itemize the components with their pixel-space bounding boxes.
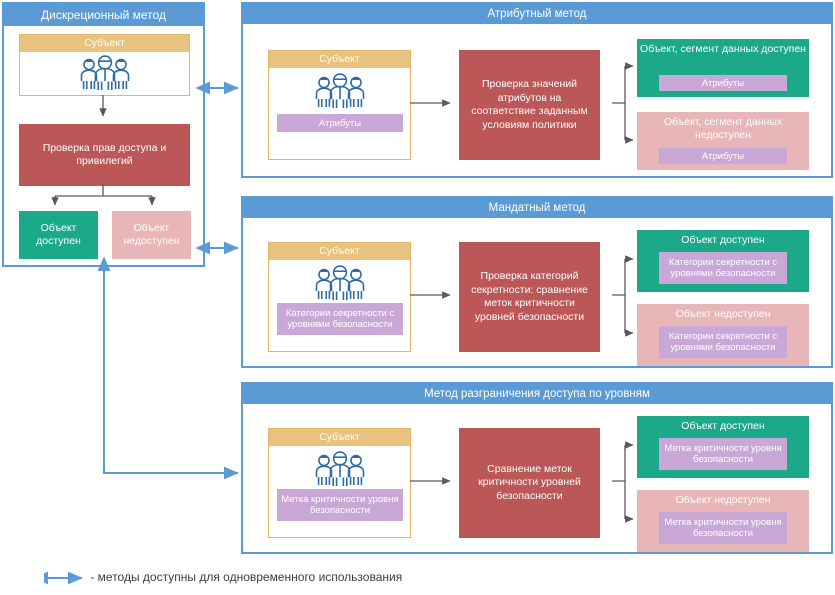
- result-tag[interactable]: Категории секретности с уровнями безопас…: [659, 252, 787, 284]
- panel-title-levels: Метод разграничения доступа по уровням: [243, 384, 831, 404]
- subject-tag-mandatory[interactable]: Категории секретности с уровнями безопас…: [277, 303, 403, 335]
- result-tag[interactable]: Категории секретности с уровнями безопас…: [659, 326, 787, 358]
- subject-label: Субъект: [269, 51, 410, 68]
- result-title: Объект доступен: [681, 420, 765, 432]
- result-title: Объект недоступен: [675, 494, 771, 506]
- subject-label: Субъект: [20, 35, 189, 52]
- result-tag[interactable]: Метка критичности уровня безопасности: [659, 512, 787, 544]
- people-icon: [312, 265, 368, 308]
- panel-mandatory[interactable]: Мандатный метод Субъект: [241, 196, 833, 368]
- panel-levels[interactable]: Метод разграничения доступа по уровням С…: [241, 382, 833, 554]
- result-tag[interactable]: Атрибуты: [659, 148, 787, 164]
- result-denied-mandatory[interactable]: Объект недоступен Категории секретности …: [637, 304, 809, 366]
- check-box-levels[interactable]: Сравнение меток критичности уровней безо…: [459, 428, 600, 538]
- result-title: Объект доступен: [681, 234, 765, 246]
- legend-arrow-icon: [33, 571, 83, 585]
- result-granted-attribute[interactable]: Объект, сегмент данных доступен Атрибуты: [637, 39, 809, 97]
- legend: - методы доступны для одновременного исп…: [33, 570, 403, 585]
- panel-discretionary[interactable]: Дискреционный метод Субъект: [2, 2, 205, 267]
- result-title: Объект недоступен: [675, 308, 771, 320]
- subject-card-attribute[interactable]: Субъект: [268, 50, 411, 160]
- result-title: Объект, сегмент данных доступен: [640, 43, 806, 55]
- check-box-discretionary[interactable]: Проверка прав доступа и привилегий: [19, 124, 190, 186]
- subject-card-mandatory[interactable]: Субъект: [268, 242, 411, 352]
- result-tag[interactable]: Атрибуты: [659, 75, 787, 91]
- panel-attribute[interactable]: Атрибутный метод Субъект: [241, 2, 833, 178]
- people-icon: [312, 451, 368, 494]
- panel-title-mandatory: Мандатный метод: [243, 198, 831, 218]
- result-title: Объект, сегмент данных недоступен: [663, 116, 783, 141]
- legend-text: - методы доступны для одновременного исп…: [90, 570, 403, 584]
- check-box-attribute[interactable]: Проверка значений атрибутов на соответст…: [459, 50, 600, 160]
- subject-label: Субъект: [269, 243, 410, 260]
- people-icon: [77, 55, 133, 98]
- result-denied-attribute[interactable]: Объект, сегмент данных недоступен Атрибу…: [637, 112, 809, 170]
- subject-card-levels[interactable]: Субъект: [268, 428, 411, 538]
- connector-left-to-levels: [97, 256, 239, 480]
- subject-tag-attribute[interactable]: Атрибуты: [277, 114, 403, 132]
- subject-card-discretionary[interactable]: Субъект: [19, 34, 190, 96]
- result-denied-levels[interactable]: Объект недоступен Метка критичности уров…: [637, 490, 809, 552]
- result-granted-levels[interactable]: Объект доступен Метка критичности уровня…: [637, 416, 809, 478]
- people-icon: [312, 73, 368, 116]
- check-box-mandatory[interactable]: Проверка категорий секретности: сравнени…: [459, 242, 600, 352]
- result-tag[interactable]: Метка критичности уровня безопасности: [659, 438, 787, 470]
- result-granted-discretionary[interactable]: Объект доступен: [19, 211, 98, 259]
- result-denied-discretionary[interactable]: Объект недоступен: [112, 211, 191, 259]
- panel-title-discretionary: Дискреционный метод: [4, 4, 203, 26]
- subject-label: Субъект: [269, 429, 410, 446]
- result-granted-mandatory[interactable]: Объект доступен Категории секретности с …: [637, 230, 809, 292]
- subject-tag-levels[interactable]: Метка критичности уровня безопасности: [277, 489, 403, 521]
- panel-title-attribute: Атрибутный метод: [243, 4, 831, 24]
